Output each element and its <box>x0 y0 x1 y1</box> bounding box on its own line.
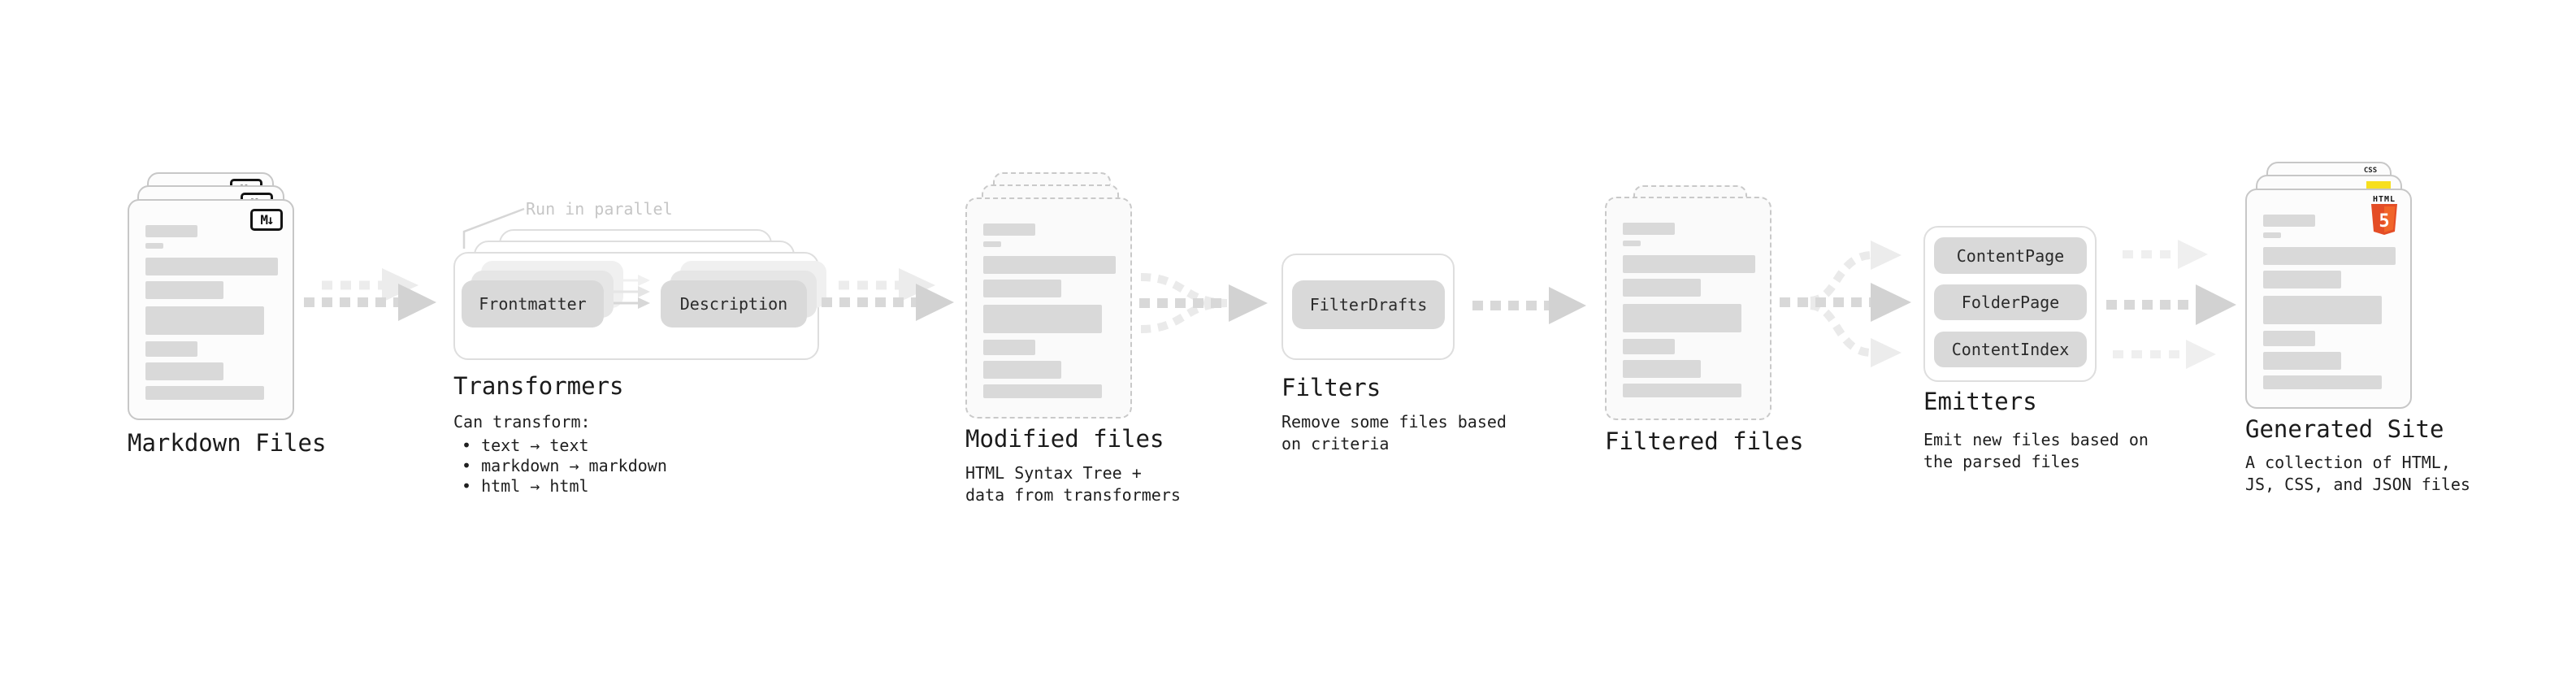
content-bar <box>145 306 264 335</box>
transformers-description: Can transform: <box>453 412 591 432</box>
content-bar <box>983 256 1116 274</box>
bullet-item: • html → html <box>462 476 589 496</box>
content-bar <box>1623 304 1741 332</box>
content-bar <box>2263 296 2382 324</box>
markdown-doc-front: M↓ <box>128 199 294 420</box>
content-bar <box>1623 223 1675 235</box>
content-bar <box>145 281 223 299</box>
arrow-transformers-to-modified <box>822 268 954 321</box>
content-bar <box>983 280 1061 297</box>
emitter-node-contentindex: ContentIndex <box>1934 332 2087 367</box>
content-bar <box>2263 232 2281 238</box>
content-bar <box>2263 352 2341 370</box>
content-bar <box>983 223 1035 236</box>
transformers-bullet-list: • text → text • markdown → markdown • ht… <box>462 436 667 497</box>
emitter-node-contentpage: ContentPage <box>1934 237 2087 274</box>
content-bar <box>1623 255 1755 273</box>
bullet-item: • text → text <box>462 436 589 455</box>
bullet-item: • markdown → markdown <box>462 456 667 475</box>
html5-shield: 5 <box>2371 204 2397 235</box>
content-bar <box>145 362 223 380</box>
arrow-emitters-to-generated <box>2106 240 2236 369</box>
content-bar <box>983 384 1102 398</box>
emitter-node-folderpage: FolderPage <box>1934 284 2087 320</box>
filters-description: Remove some files based on criteria <box>1281 412 1507 453</box>
filtered-doc-front <box>1605 197 1772 420</box>
stage-title-filters: Filters <box>1281 374 1381 401</box>
arrow-modified-to-filters <box>1139 273 1268 333</box>
generated-doc-html: HTML 5 <box>2245 189 2412 409</box>
modified-files-description: HTML Syntax Tree + data from transformer… <box>965 463 1181 505</box>
stage-title-emitters: Emitters <box>1923 388 2037 415</box>
content-bar <box>2263 247 2396 265</box>
content-bar <box>983 361 1061 379</box>
emitters-description: Emit new files based on the parsed files <box>1923 430 2149 471</box>
content-bar <box>145 341 197 357</box>
modified-doc-front <box>965 197 1132 419</box>
content-bar <box>2263 215 2315 227</box>
run-in-parallel-annotation: Run in parallel <box>526 199 673 219</box>
stage-title-transformers: Transformers <box>453 372 624 400</box>
content-bar <box>1623 360 1701 378</box>
content-bar <box>1623 279 1701 297</box>
generated-site-description: A collection of HTML, JS, CSS, and JSON … <box>2245 453 2470 494</box>
content-bar <box>145 243 163 249</box>
html5-icon: HTML 5 <box>2369 195 2400 238</box>
stage-title-modified-files: Modified files <box>965 425 1164 453</box>
content-bar <box>2263 271 2341 288</box>
svg-text:5: 5 <box>2379 211 2389 232</box>
content-bar <box>1623 339 1675 354</box>
markdown-icon: M↓ <box>250 209 283 231</box>
stage-title-generated-site: Generated Site <box>2245 415 2444 443</box>
content-bar <box>145 225 197 237</box>
content-bar <box>1623 384 1741 397</box>
content-bar <box>983 305 1102 333</box>
content-bar <box>145 258 278 275</box>
stage-title-markdown-files: Markdown Files <box>128 429 327 457</box>
filter-node-filterdrafts: FilterDrafts <box>1292 280 1445 329</box>
arrow-filters-to-filtered <box>1472 287 1586 324</box>
content-bar <box>1623 241 1641 246</box>
content-bar <box>983 340 1035 355</box>
content-bar <box>2263 375 2382 389</box>
arrow-filtered-to-emitters <box>1780 241 1911 367</box>
arrow-markdown-to-transformers <box>304 268 436 321</box>
stage-title-filtered-files: Filtered files <box>1605 427 1804 455</box>
transformer-node-description: Description <box>661 280 807 327</box>
transformer-node-frontmatter: Frontmatter <box>462 280 604 327</box>
content-bar <box>2263 331 2315 346</box>
content-bar <box>983 241 1001 247</box>
content-bar <box>145 386 264 400</box>
